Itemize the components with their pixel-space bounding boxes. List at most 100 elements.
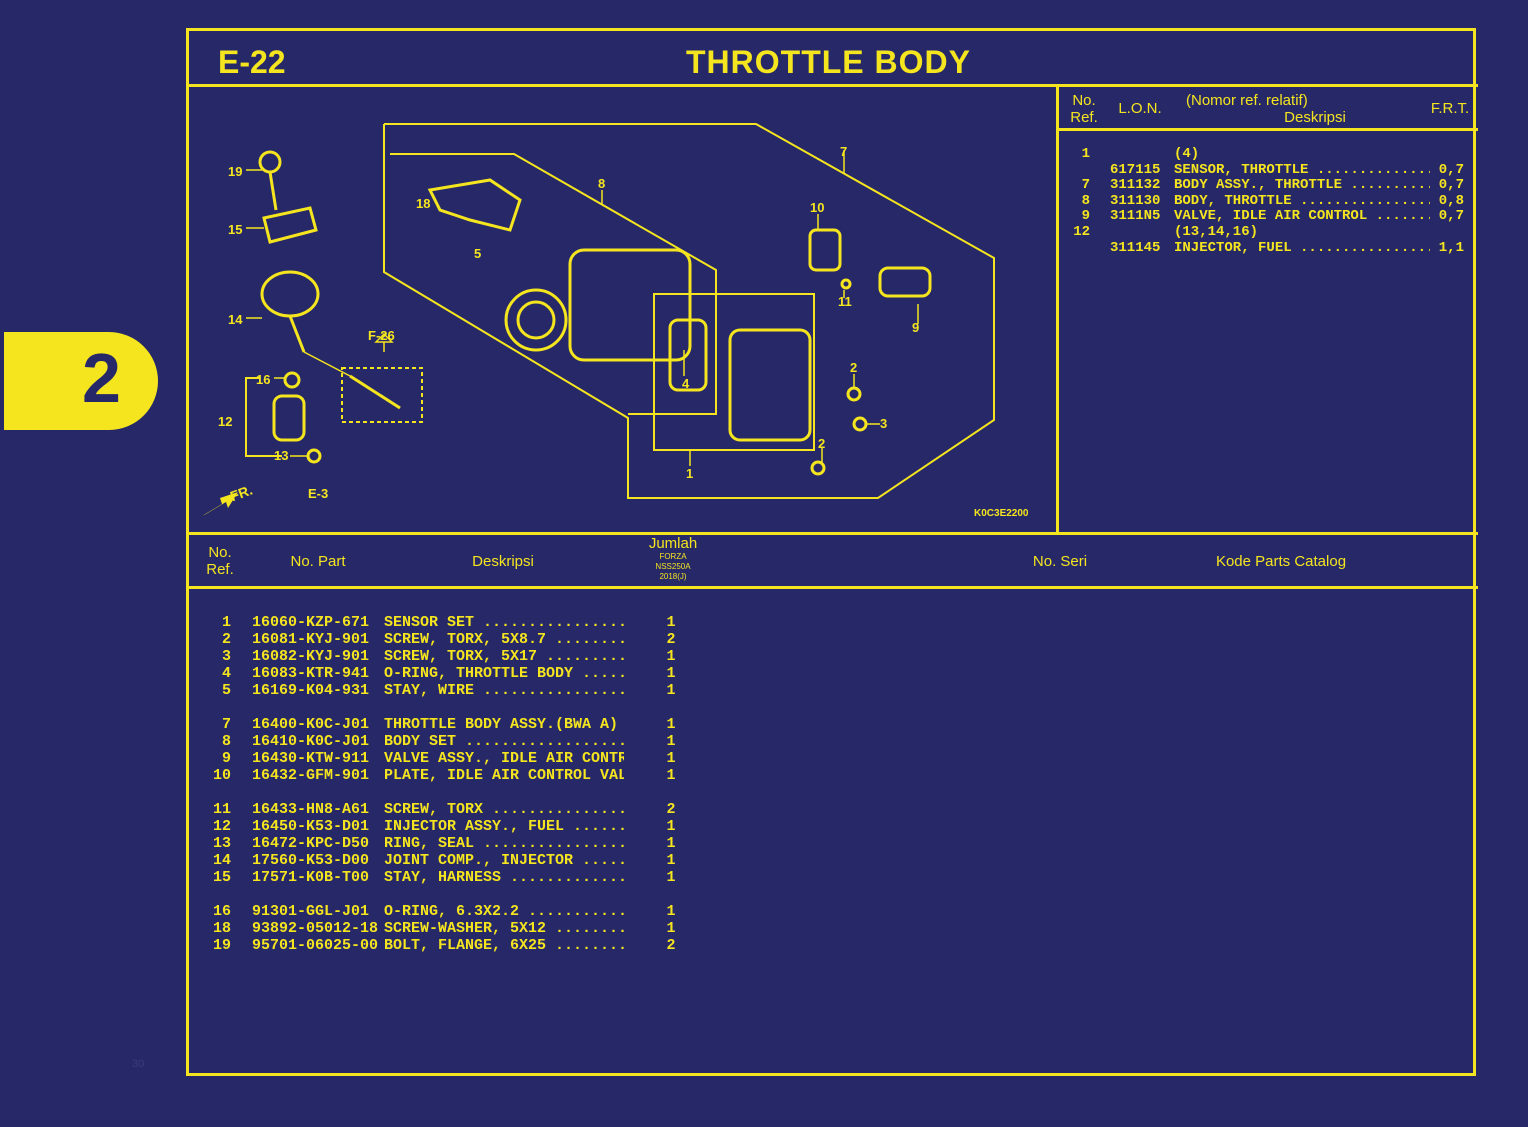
ref-label: 13 [274,448,288,463]
screw-3-shape [852,416,868,432]
lon-ref-cell: 1 [1081,146,1090,162]
sheet-code: E-22 [218,44,286,80]
part-ref-cell: 15 [212,869,231,886]
part-desc-cell: STAY, WIRE ................... [384,682,624,699]
lon-code-cell: 617115 [1110,161,1161,178]
ref-label: 16 [256,372,270,387]
part-qty-cell: 2 [666,937,676,954]
ref-label: E-3 [308,486,328,501]
part-number-cell: 16430-KTW-911 [252,750,370,767]
screw-2-bottom-shape [810,460,826,476]
ref-label: 5 [474,246,481,261]
front-arrow-icon [202,492,238,516]
leader-hose [303,351,351,377]
part-desc-cell: INJECTOR ASSY., FUEL ......... [384,818,624,835]
part-ref-cell: 8 [221,733,231,750]
part-number-cell: 16169-K04-931 [252,682,370,699]
part-number-cell: 16432-GFM-901 [252,767,370,784]
oring-plate-shape [668,318,708,392]
part-number-cell: 16472-KPC-D50 [252,835,370,852]
lon-frt-cell: 0,7 [1438,208,1464,225]
part-qty-cell: 1 [666,767,676,784]
iacv-9-shape [878,266,932,298]
throttle-plate-circle [516,300,556,340]
lon-code-cell: 311145 [1110,239,1161,256]
part-ref-cell: 14 [212,852,231,869]
ref-label: 2 [850,360,857,375]
part-number-cell: 16410-K0C-J01 [252,733,370,750]
lon-header-divider [1058,128,1478,131]
f26-arrow [374,332,394,352]
injector-12-shape [272,394,306,442]
injector-bracket-polyline [245,377,282,457]
part-number-cell: 16083-KTR-941 [252,665,370,682]
part-ref-cell: 10 [212,767,231,784]
f26-hose-shape [349,374,401,410]
assy-7-outline-polyline [383,123,995,499]
ref-label: 3 [880,416,887,431]
part-qty-cell: 1 [666,903,676,920]
diagram-divider [1056,86,1059,532]
part-desc-cell: SCREW-WASHER, 5X12 ........... [384,920,624,937]
screw-11-shape [840,278,852,290]
part-desc-cell: SCREW, TORX, 5X8.7 ........... [384,631,624,648]
ref-label: 10 [810,200,824,215]
part-qty-cell: 1 [666,733,676,750]
lon-desc-cell: VALVE, IDLE AIR CONTROL ........... [1174,208,1430,225]
lon-desc-cell: BODY ASSY., THROTTLE .............. [1174,177,1430,194]
throttle-body-shape [568,248,692,362]
page-number: 30 [132,1058,145,1070]
oring-16-shape [283,371,301,389]
lon-frt-cell: 0,7 [1438,161,1464,178]
ref-label: 15 [228,222,242,237]
part-number-cell: 16400-K0C-J01 [252,716,370,733]
model-label: FORZA NSS250A 2018(J) [655,552,691,581]
section-tab[interactable]: 2 [4,332,158,430]
lon-ref-cell: 8 [1081,192,1090,209]
part-desc-cell: STAY, HARNESS ................ [384,869,624,886]
part-ref-cell: 11 [212,801,231,818]
part-number-cell: 93892-05012-18 [252,920,379,937]
part-number-cell: 16081-KYJ-901 [252,631,370,648]
lon-code-cell: 311132 [1110,177,1161,194]
part-qty-cell: 1 [666,869,676,886]
joint-14-pipe [288,315,306,353]
parts-header-catalog: Kode Parts Catalog [1215,553,1347,570]
part-desc-cell: THROTTLE BODY ASSY.(BWA A) .. [384,716,624,733]
parts-header-top-divider [186,532,1478,535]
part-ref-cell: 19 [212,937,231,954]
sensor-shape [728,328,812,442]
parts-header-qty: Jumlah FORZA NSS250A 2018(J) [630,535,716,582]
part-ref-cell: 16 [212,903,231,920]
part-ref-cell: 9 [221,750,231,767]
exploded-diagram: 19 15 14 16 12 13 E-3 F-26 18 5 8 7 10 1… [202,123,995,516]
part-desc-cell: JOINT COMP., INJECTOR ........ [384,852,624,869]
part-qty-cell: 1 [666,716,676,733]
ref-label: 12 [218,414,232,429]
part-number-cell: 16450-K53-D01 [252,818,370,835]
lon-desc-cell: (4) [1174,146,1200,162]
part-ref-cell: 18 [212,920,231,937]
part-qty-cell: 2 [666,631,676,648]
lon-desc-cell: BODY, THROTTLE .................... [1174,192,1430,209]
part-ref-cell: 7 [221,716,231,733]
bolt-19-shaft [268,171,278,211]
lon-header-frt: F.R.T. [1430,100,1470,117]
parts-header-bottom-divider [186,586,1478,589]
part-qty-cell: 1 [666,920,676,937]
lon-frt-cell: 0,8 [1438,192,1464,209]
lon-desc-cell: INJECTOR, FUEL .................... [1174,239,1430,256]
part-qty-cell: 1 [666,648,676,665]
lon-ref-cell: 12 [1073,224,1090,240]
f26-outline-rect [341,367,423,423]
part-desc-cell: VALVE ASSY., IDLE AIR CONTROL . [384,750,624,767]
part-number-cell: 17560-K53-D00 [252,852,370,869]
ref-label: 11 [838,294,852,309]
sensor-set-1-outline-rect [653,293,815,451]
ref-label: 8 [598,176,605,191]
part-qty-cell: 1 [666,852,676,869]
part-desc-cell: SENSOR SET ................... [384,614,624,631]
ref-label: 19 [228,164,242,179]
lon-header-lon: L.O.N. [1118,100,1162,117]
part-number-cell: 91301-GGL-J01 [252,903,370,920]
